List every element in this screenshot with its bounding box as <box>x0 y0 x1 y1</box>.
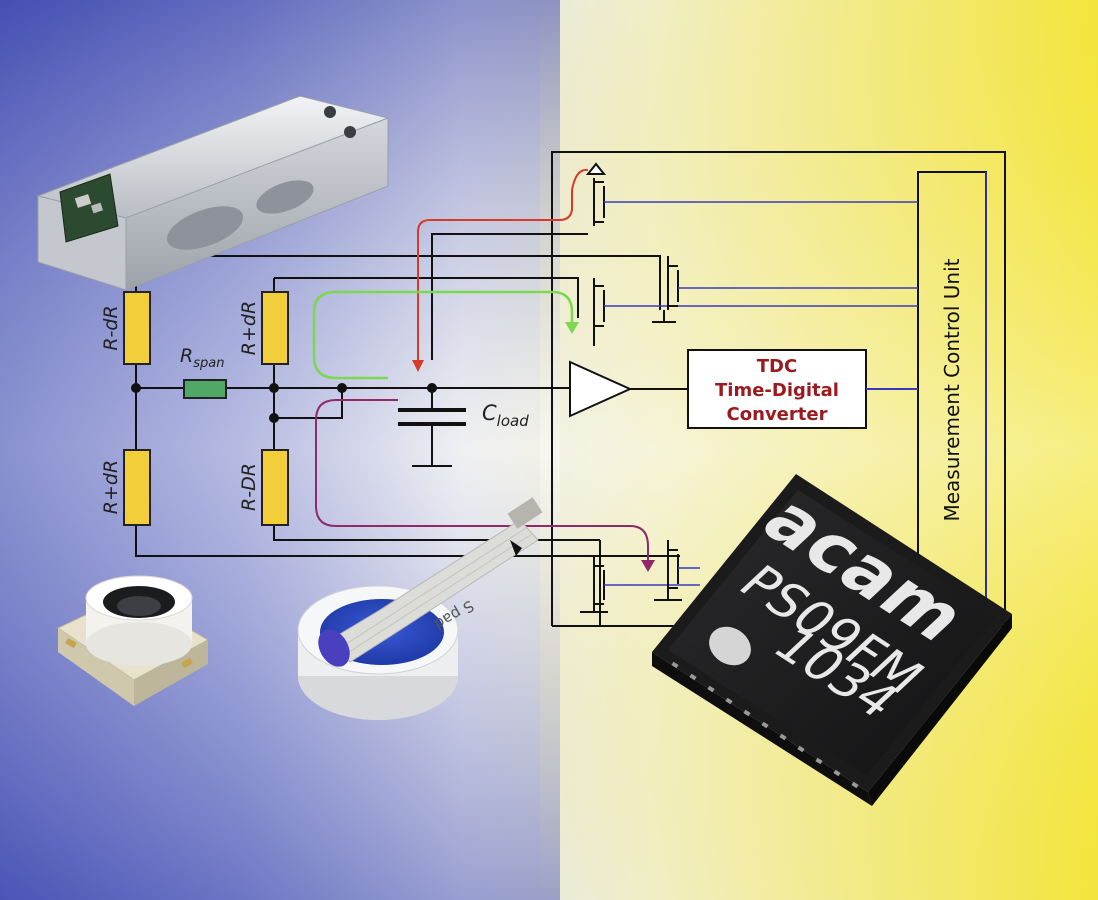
red-path <box>417 168 589 362</box>
resistor-top-right <box>261 291 289 365</box>
tdc-line2: Time-Digital <box>715 380 839 401</box>
switch-bottom-right <box>654 540 700 601</box>
tdc-line3: Converter <box>727 404 828 425</box>
disc-sensor-image: S pad <box>297 497 543 720</box>
switch-mid-right <box>652 256 918 323</box>
switch-top <box>585 162 918 226</box>
label-cload: Cload <box>482 401 529 430</box>
switch-mid-left <box>593 278 918 346</box>
mcu-label: Measurement Control Unit <box>940 258 964 521</box>
purple-arrowhead <box>641 560 655 572</box>
green-path <box>312 290 574 380</box>
red-arrowhead <box>412 360 424 372</box>
purple-path <box>315 399 649 560</box>
amplifier <box>569 360 633 418</box>
load-cell-image <box>36 95 390 291</box>
junction-dots <box>131 383 437 423</box>
label-r-bottom-left: R+dR <box>100 460 122 514</box>
label-rspan: Rspan <box>180 345 224 371</box>
green-arrowhead <box>565 322 579 334</box>
tdc-title: TDC <box>757 356 797 377</box>
resistor-span <box>183 379 227 399</box>
label-r-bottom-right: R-DR <box>238 463 260 511</box>
pressure-sensor-image <box>56 575 210 706</box>
switch-bottom-left <box>580 556 700 613</box>
chip-dot <box>709 626 751 666</box>
resistor-top-left <box>123 291 151 365</box>
label-r-top-left: R-dR <box>100 305 122 350</box>
label-r-top-right: R+dR <box>238 301 260 355</box>
resistor-bottom-left <box>123 449 151 526</box>
resistor-bottom-right <box>261 449 289 526</box>
